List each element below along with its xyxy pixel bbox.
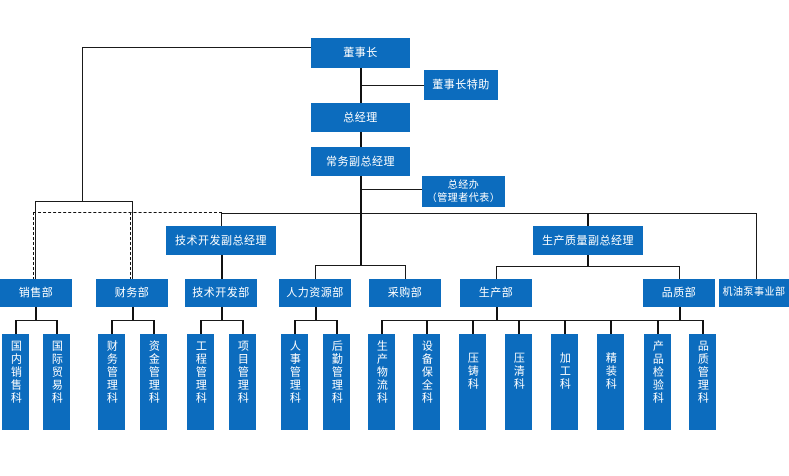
connector-techdev-child1-v [200,320,202,334]
node-engineering-mgmt-section[interactable]: 工程管理科 [187,334,214,430]
connector-quality-children-bar [657,320,702,321]
connector-prod-child5-v [564,320,566,334]
node-machining-section[interactable]: 加工科 [551,334,578,430]
connector-prod-child1-v [381,320,383,334]
connector-main-level-bar [221,213,756,214]
connector-deputy-down [360,176,362,190]
node-tech-dev-deputy-gm[interactable]: 技术开发副总经理 [166,226,276,255]
connector-finance-child2-v [153,320,155,334]
connector-bar-purchasing-v [405,265,406,279]
connector-dashed-horizontal [33,212,222,213]
node-fund-mgmt-section[interactable]: 资金管理科 [140,334,167,430]
connector-finance-child1-v [111,320,113,334]
node-hr-dept[interactable]: 人力资源部 [279,279,351,307]
connector-prod-child3-v [472,320,474,334]
node-finance-dept[interactable]: 财务部 [96,279,168,307]
connector-hr-child2-v [336,320,338,334]
node-chairman[interactable]: 董事长 [311,38,410,68]
connector-hr-purchasing-bar [315,265,405,266]
connector-production-children-bar [381,320,675,321]
connector-finance-children-bar [111,320,153,321]
connector-prod-child4-v [518,320,520,334]
connector-salesfinance-bar [35,201,132,202]
connector-bar-to-prodqual-vp [587,213,589,227]
node-oil-pump-division[interactable]: 机油泵事业部 [719,279,789,307]
connector-deputy-levelbar [360,189,362,214]
connector-chairman-assistant [360,85,424,86]
node-sales-dept[interactable]: 销售部 [0,279,72,307]
connector-techdev-child2-v [242,320,244,334]
connector-quality-child1-v [657,320,659,334]
connector-dashed-sales-v [33,212,34,280]
connector-production-down [496,307,498,321]
node-die-casting-section[interactable]: 压铸科 [459,334,486,430]
node-quality-mgmt-section[interactable]: 品质管理科 [689,334,716,430]
node-production-dept[interactable]: 生产部 [460,279,532,307]
connector-techdevvp-dept [221,255,223,279]
connector-finance-down [132,307,134,321]
gm-office-line-1: 总经办 [447,179,480,191]
node-product-inspection-section[interactable]: 产品检验科 [644,334,671,430]
connector-quality-child2-v [702,320,704,334]
node-fine-assembly-section[interactable]: 精装科 [597,334,624,430]
connector-prod-child2-v [426,320,428,334]
connector-bar-to-techdev-vp [221,213,222,227]
connector-sales-child2-v [56,320,58,334]
connector-bar-production-v [496,266,497,279]
node-general-manager[interactable]: 总经理 [311,103,410,132]
connector-hr-children-bar [294,320,336,321]
connector-sales-child1-v [15,320,17,334]
node-personnel-mgmt-section[interactable]: 人事管理科 [281,334,308,430]
connector-prod-child6-v [610,320,612,334]
node-domestic-sales-section[interactable]: 国内销售科 [2,334,29,430]
node-equipment-maintenance-section[interactable]: 设备保全科 [413,334,440,430]
connector-chairman-left-h [82,47,361,48]
node-executive-deputy-gm[interactable]: 常务副总经理 [311,147,410,176]
node-chairman-assistant[interactable]: 董事长特助 [424,70,498,100]
node-production-logistics-section[interactable]: 生产物流科 [368,334,395,430]
connector-quality-down [679,307,681,321]
node-logistics-mgmt-section[interactable]: 后勤管理科 [323,334,350,430]
connector-deputy-gmoffice [360,189,422,190]
connector-bar-hr-v [315,265,316,279]
node-tech-dev-dept[interactable]: 技术开发部 [185,279,257,307]
connector-finance-v [132,201,133,279]
connector-prod-qual-bar [496,266,679,267]
connector-sales-down [35,307,37,321]
connector-techdev-children-bar [200,320,242,321]
node-project-mgmt-section[interactable]: 项目管理科 [229,334,256,430]
node-production-quality-deputy-gm[interactable]: 生产质量副总经理 [533,226,643,255]
connector-bar-quality-v [679,266,680,279]
connector-chairman-left-v [82,47,83,201]
node-purchasing-dept[interactable]: 采购部 [369,279,441,307]
connector-hr-child1-v [294,320,296,334]
connector-chairman-down [360,68,362,86]
connector-chairman-gm [360,85,362,104]
connector-hr-down [315,307,317,321]
connector-bar-to-hr-group [360,213,362,265]
node-international-trade-section[interactable]: 国际贸易科 [43,334,70,430]
connector-gm-deputy [360,132,362,148]
connector-bar-to-oilpump [756,213,757,279]
node-quality-dept[interactable]: 品质部 [643,279,715,307]
node-press-cleaning-section[interactable]: 压清科 [505,334,532,430]
node-finance-mgmt-section[interactable]: 财务管理科 [98,334,125,430]
connector-prodqualvp-down [587,255,589,267]
connector-sales-v [35,201,36,279]
connector-dashed-finance-v [130,212,131,280]
gm-office-line-2: （管理者代表） [426,192,501,204]
connector-techdev-down [221,307,223,321]
node-gm-office[interactable]: 总经办 （管理者代表） [422,176,505,207]
connector-sales-children-bar [15,320,56,321]
